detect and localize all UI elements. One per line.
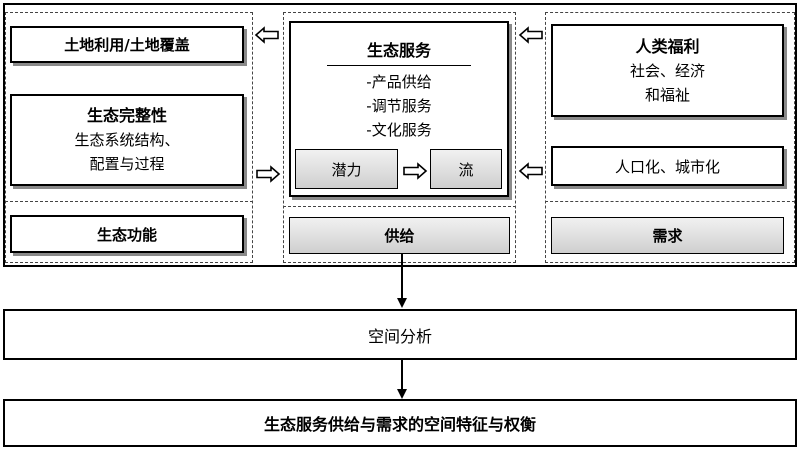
flow-box: 流 xyxy=(430,149,502,189)
supply-box: 供给 xyxy=(289,217,510,254)
service-item-culture: -文化服务 xyxy=(366,121,432,139)
demand-group-panel xyxy=(545,12,795,263)
ecological-function-label: 生态功能 xyxy=(96,225,157,244)
welfare-title: 人类福利 xyxy=(635,36,700,56)
integrity-line-1: 生态系统结构、 xyxy=(74,131,180,149)
potential-box: 潜力 xyxy=(295,149,398,189)
human-welfare-box: 人类福利 社会、经济 和福祉 xyxy=(551,24,784,117)
supply-panel-divider xyxy=(283,206,516,207)
right-arrow-icon xyxy=(403,162,428,180)
land-use-label: 土地利用/土地覆盖 xyxy=(64,36,190,54)
supply-group-panel xyxy=(283,12,516,263)
spatial-analysis-label: 空间分析 xyxy=(367,326,432,346)
urbanization-label: 人口化、城市化 xyxy=(614,157,720,176)
land-use-box: 土地利用/土地覆盖 xyxy=(10,26,244,63)
integrity-line-2: 配置与过程 xyxy=(89,155,165,173)
demand-box: 需求 xyxy=(551,217,784,254)
potential-label: 潜力 xyxy=(331,160,362,179)
integrity-title: 生态完整性 xyxy=(86,106,167,125)
services-list: -产品供给 -调节服务 -文化服务 xyxy=(366,70,431,142)
framework-outer-box xyxy=(3,3,797,267)
ecological-function-box: 生态功能 xyxy=(10,215,244,253)
service-item-regulation: -调节服务 xyxy=(366,97,432,115)
right-arrow-icon xyxy=(256,165,281,183)
spatial-analysis-box: 空间分析 xyxy=(3,309,797,360)
urbanization-box: 人口化、城市化 xyxy=(551,146,784,186)
ecology-panel-divider xyxy=(5,201,253,202)
ecological-integrity-box: 生态完整性 生态系统结构、 配置与过程 xyxy=(10,94,244,186)
left-arrow-icon xyxy=(518,26,543,44)
welfare-line-2: 和福祉 xyxy=(644,85,690,104)
down-arrow-icon xyxy=(397,254,407,308)
service-item-product: -产品供给 xyxy=(366,73,432,91)
conclusion-label: 生态服务供给与需求的空间特征与权衡 xyxy=(263,415,536,434)
down-arrow-icon xyxy=(397,360,407,399)
supply-label: 供给 xyxy=(384,227,415,245)
demand-panel-divider xyxy=(545,201,795,202)
left-arrow-icon xyxy=(518,162,543,180)
welfare-line-1: 社会、经济 xyxy=(629,61,705,80)
ecology-group-panel xyxy=(5,12,253,263)
left-arrow-icon xyxy=(254,26,279,44)
flow-label: 流 xyxy=(458,160,474,179)
services-title: 生态服务 xyxy=(326,37,471,66)
conclusion-box: 生态服务供给与需求的空间特征与权衡 xyxy=(3,399,797,447)
demand-label: 需求 xyxy=(652,227,683,245)
